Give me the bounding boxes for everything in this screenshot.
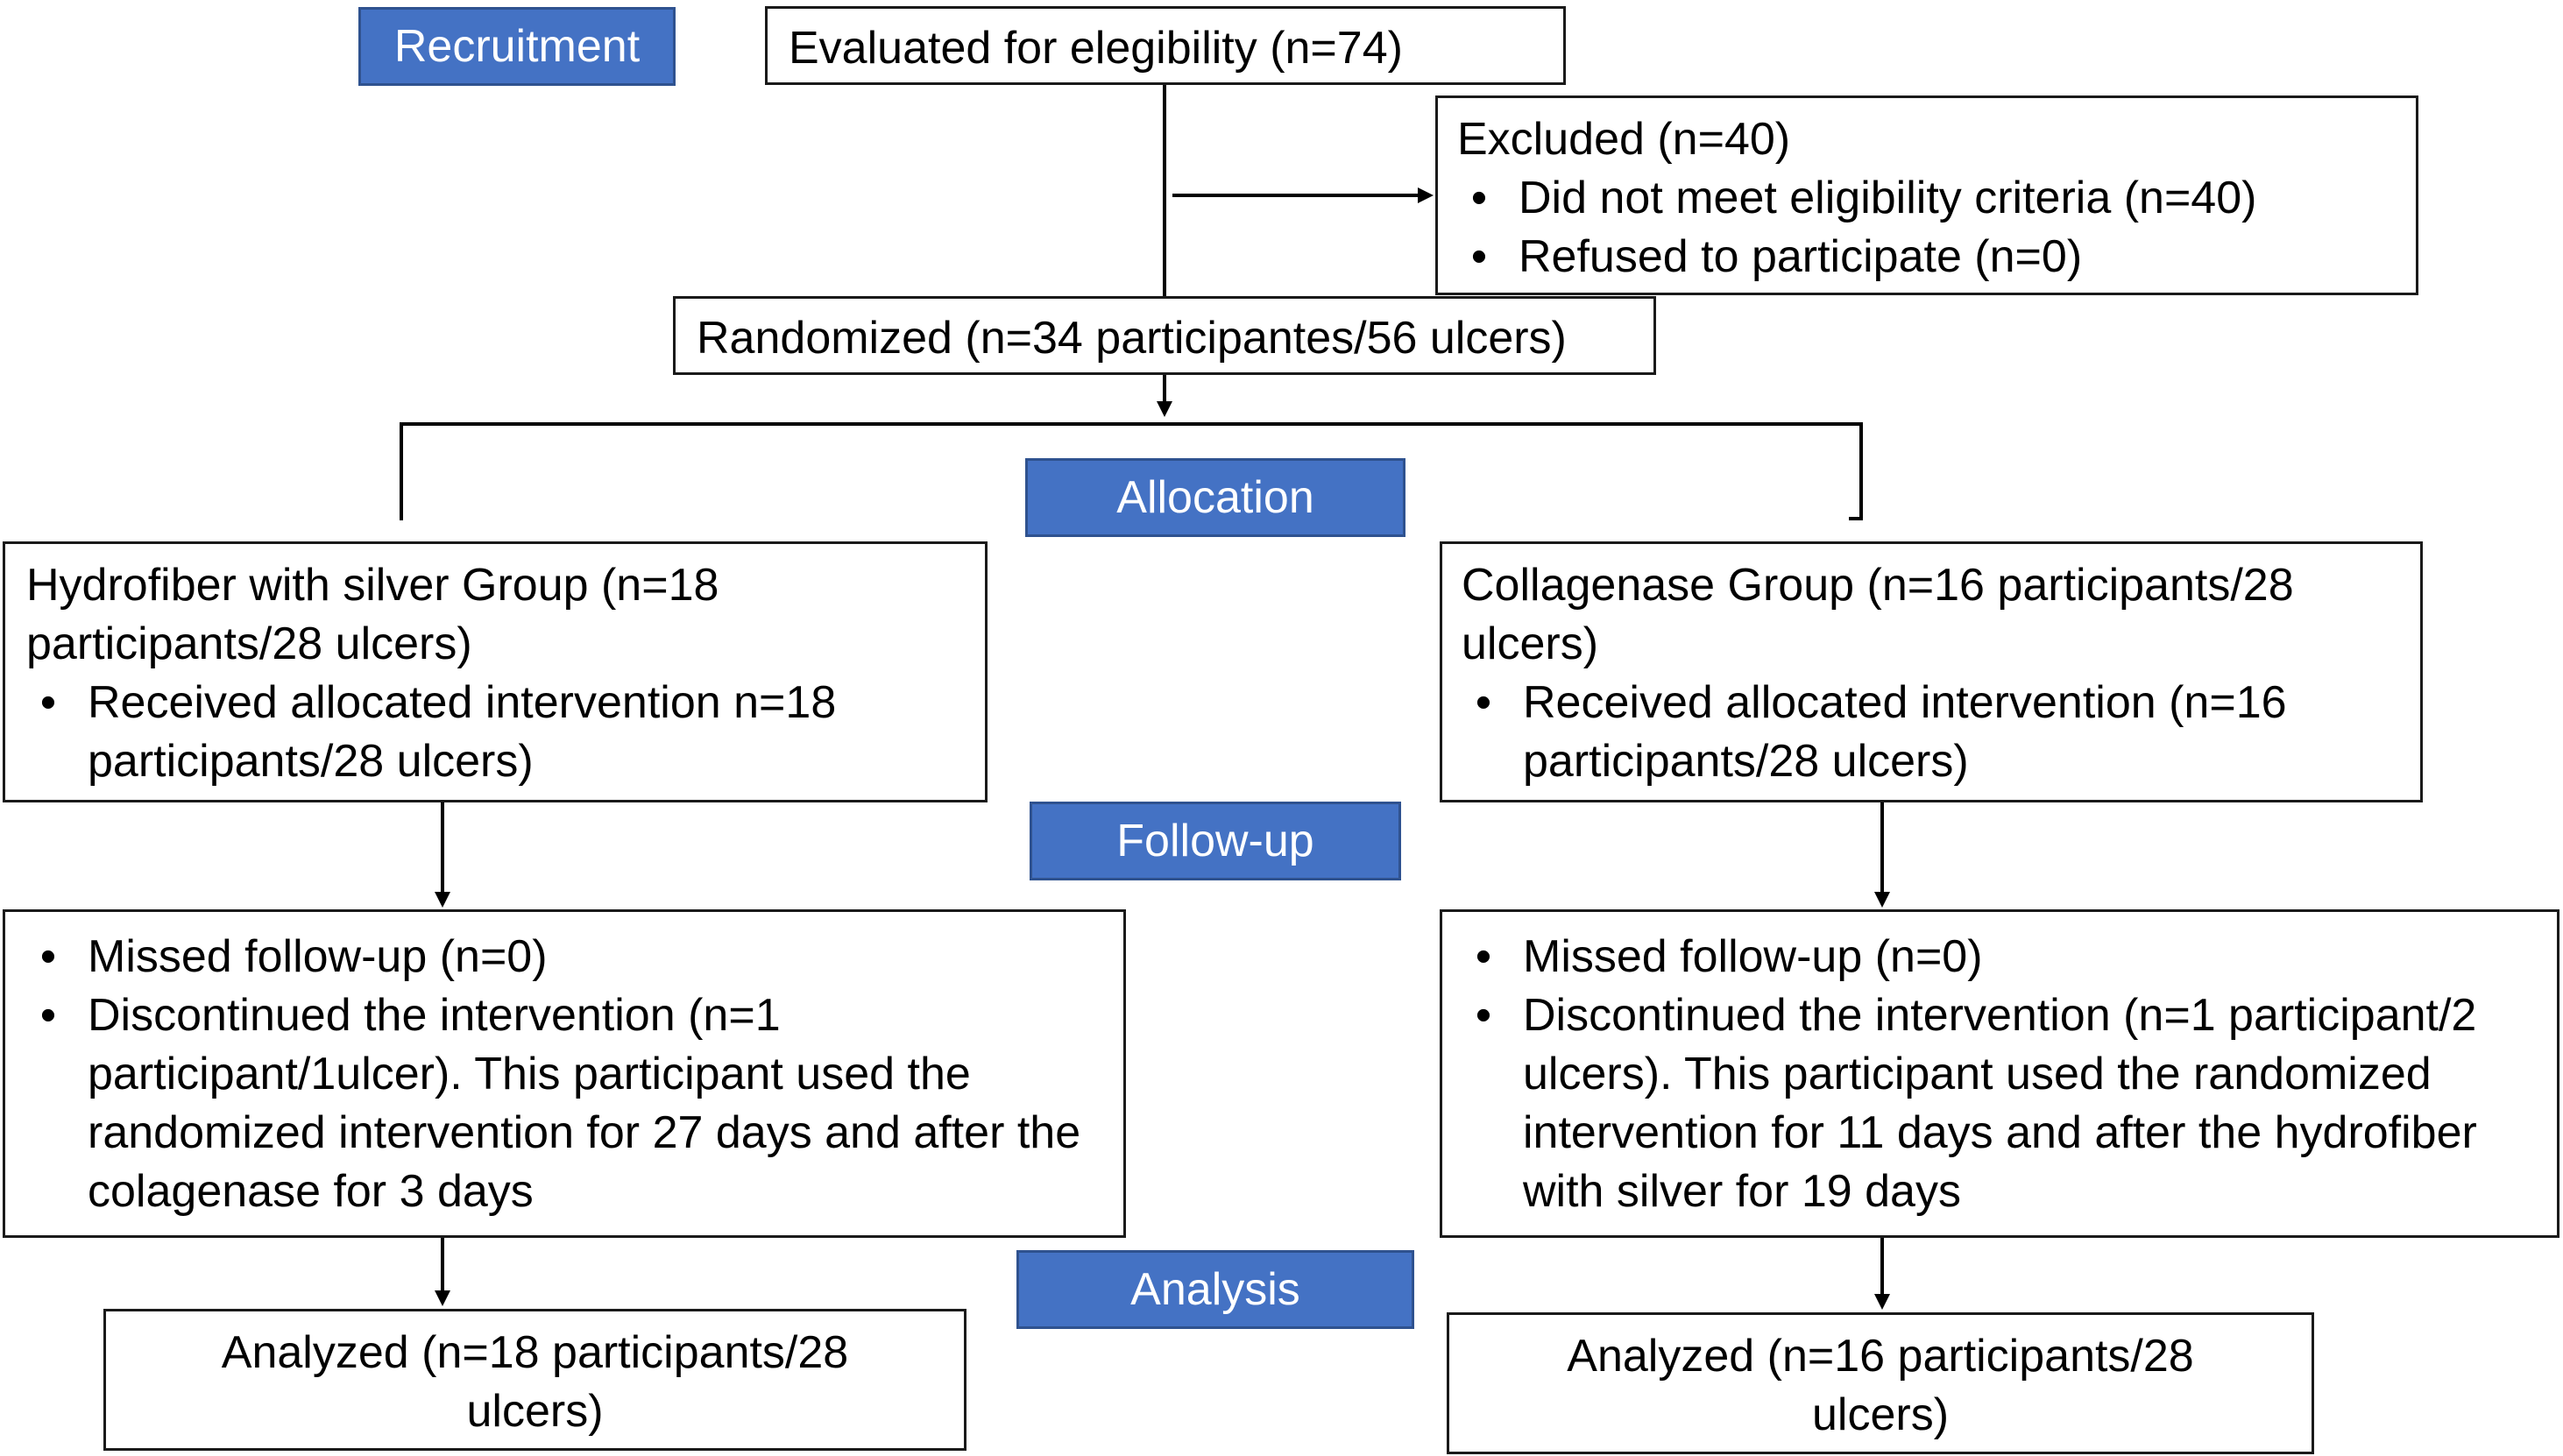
excluded-list: •Did not meet eligibility criteria (n=40… — [1457, 169, 2397, 286]
connector-split-right — [1859, 422, 1863, 520]
excluded-item: •Refused to participate (n=0) — [1470, 231, 2083, 282]
hydrofiber-analyzed-text: Analyzed (n=18 participants/28 ulcers) — [221, 1327, 849, 1437]
collagenase-follow-up-list: •Missed follow-up (n=0) •Discontinued th… — [1462, 928, 2538, 1221]
excluded-item: •Did not meet eligibility criteria (n=40… — [1470, 173, 2257, 223]
allocation-stage-label: Allocation — [1025, 458, 1405, 537]
connector-right-follow-up-to-analyzed — [1880, 1238, 1884, 1294]
hydrofiber-group-title: Hydrofiber with silver Group (n=18 parti… — [26, 560, 719, 669]
randomized-text: Randomized (n=34 participantes/56 ulcers… — [697, 313, 1567, 364]
arrowhead-excluded — [1418, 187, 1434, 203]
excluded-title: Excluded (n=40) — [1457, 114, 1791, 165]
collagenase-group-title: Collagenase Group (n=16 participants/28 … — [1462, 560, 2294, 669]
arrowhead-left-follow-up — [435, 892, 450, 908]
arrowhead-right-analyzed — [1874, 1294, 1890, 1310]
recruitment-stage-label: Recruitment — [358, 7, 676, 86]
connector-left-follow-up-to-analyzed — [441, 1238, 444, 1290]
hydrofiber-follow-up-box: •Missed follow-up (n=0) •Discontinued th… — [3, 909, 1126, 1238]
hydrofiber-follow-up-list: •Missed follow-up (n=0) •Discontinued th… — [26, 928, 1102, 1221]
analysis-stage-label: Analysis — [1016, 1250, 1414, 1329]
arrowhead-right-follow-up — [1874, 892, 1890, 908]
connector-to-excluded — [1172, 194, 1418, 197]
arrowhead-left-analyzed — [435, 1290, 450, 1306]
randomized-box: Randomized (n=34 participantes/56 ulcers… — [673, 296, 1656, 375]
connector-right-group-to-follow-up — [1880, 802, 1884, 892]
evaluated-box: Evaluated for elegibility (n=74) — [765, 6, 1566, 85]
connector-evaluated-to-randomized — [1163, 85, 1166, 296]
hydrofiber-received-item: •Received allocated intervention n=18 pa… — [39, 677, 837, 787]
arrowhead-randomized — [1157, 401, 1172, 417]
evaluated-text: Evaluated for elegibility (n=74) — [789, 23, 1403, 74]
follow-up-item: •Missed follow-up (n=0) — [39, 931, 548, 982]
excluded-box: Excluded (n=40) •Did not meet eligibilit… — [1435, 95, 2418, 295]
follow-up-item: •Missed follow-up (n=0) — [1475, 931, 1983, 982]
connector-split-left — [400, 422, 403, 520]
collagenase-received-item: •Received allocated intervention (n=16 p… — [1475, 677, 2287, 787]
collagenase-follow-up-box: •Missed follow-up (n=0) •Discontinued th… — [1440, 909, 2559, 1238]
hydrofiber-group-list: •Received allocated intervention n=18 pa… — [26, 674, 964, 791]
connector-split-right-tick — [1849, 517, 1863, 520]
collagenase-analyzed-text: Analyzed (n=16 participants/28 ulcers) — [1567, 1331, 2194, 1440]
hydrofiber-group-box: Hydrofiber with silver Group (n=18 parti… — [3, 541, 988, 802]
connector-split-horizontal — [400, 422, 1863, 426]
connector-left-group-to-follow-up — [441, 802, 444, 892]
collagenase-group-box: Collagenase Group (n=16 participants/28 … — [1440, 541, 2423, 802]
collagenase-group-list: •Received allocated intervention (n=16 p… — [1462, 674, 2401, 791]
collagenase-analyzed-box: Analyzed (n=16 participants/28 ulcers) — [1447, 1312, 2314, 1454]
follow-up-stage-label: Follow-up — [1030, 802, 1401, 880]
follow-up-item: •Discontinued the intervention (n=1 part… — [39, 990, 1081, 1217]
connector-randomized-down — [1163, 375, 1166, 401]
hydrofiber-analyzed-box: Analyzed (n=18 participants/28 ulcers) — [103, 1309, 966, 1451]
follow-up-item: •Discontinued the intervention (n=1 part… — [1475, 990, 2477, 1217]
